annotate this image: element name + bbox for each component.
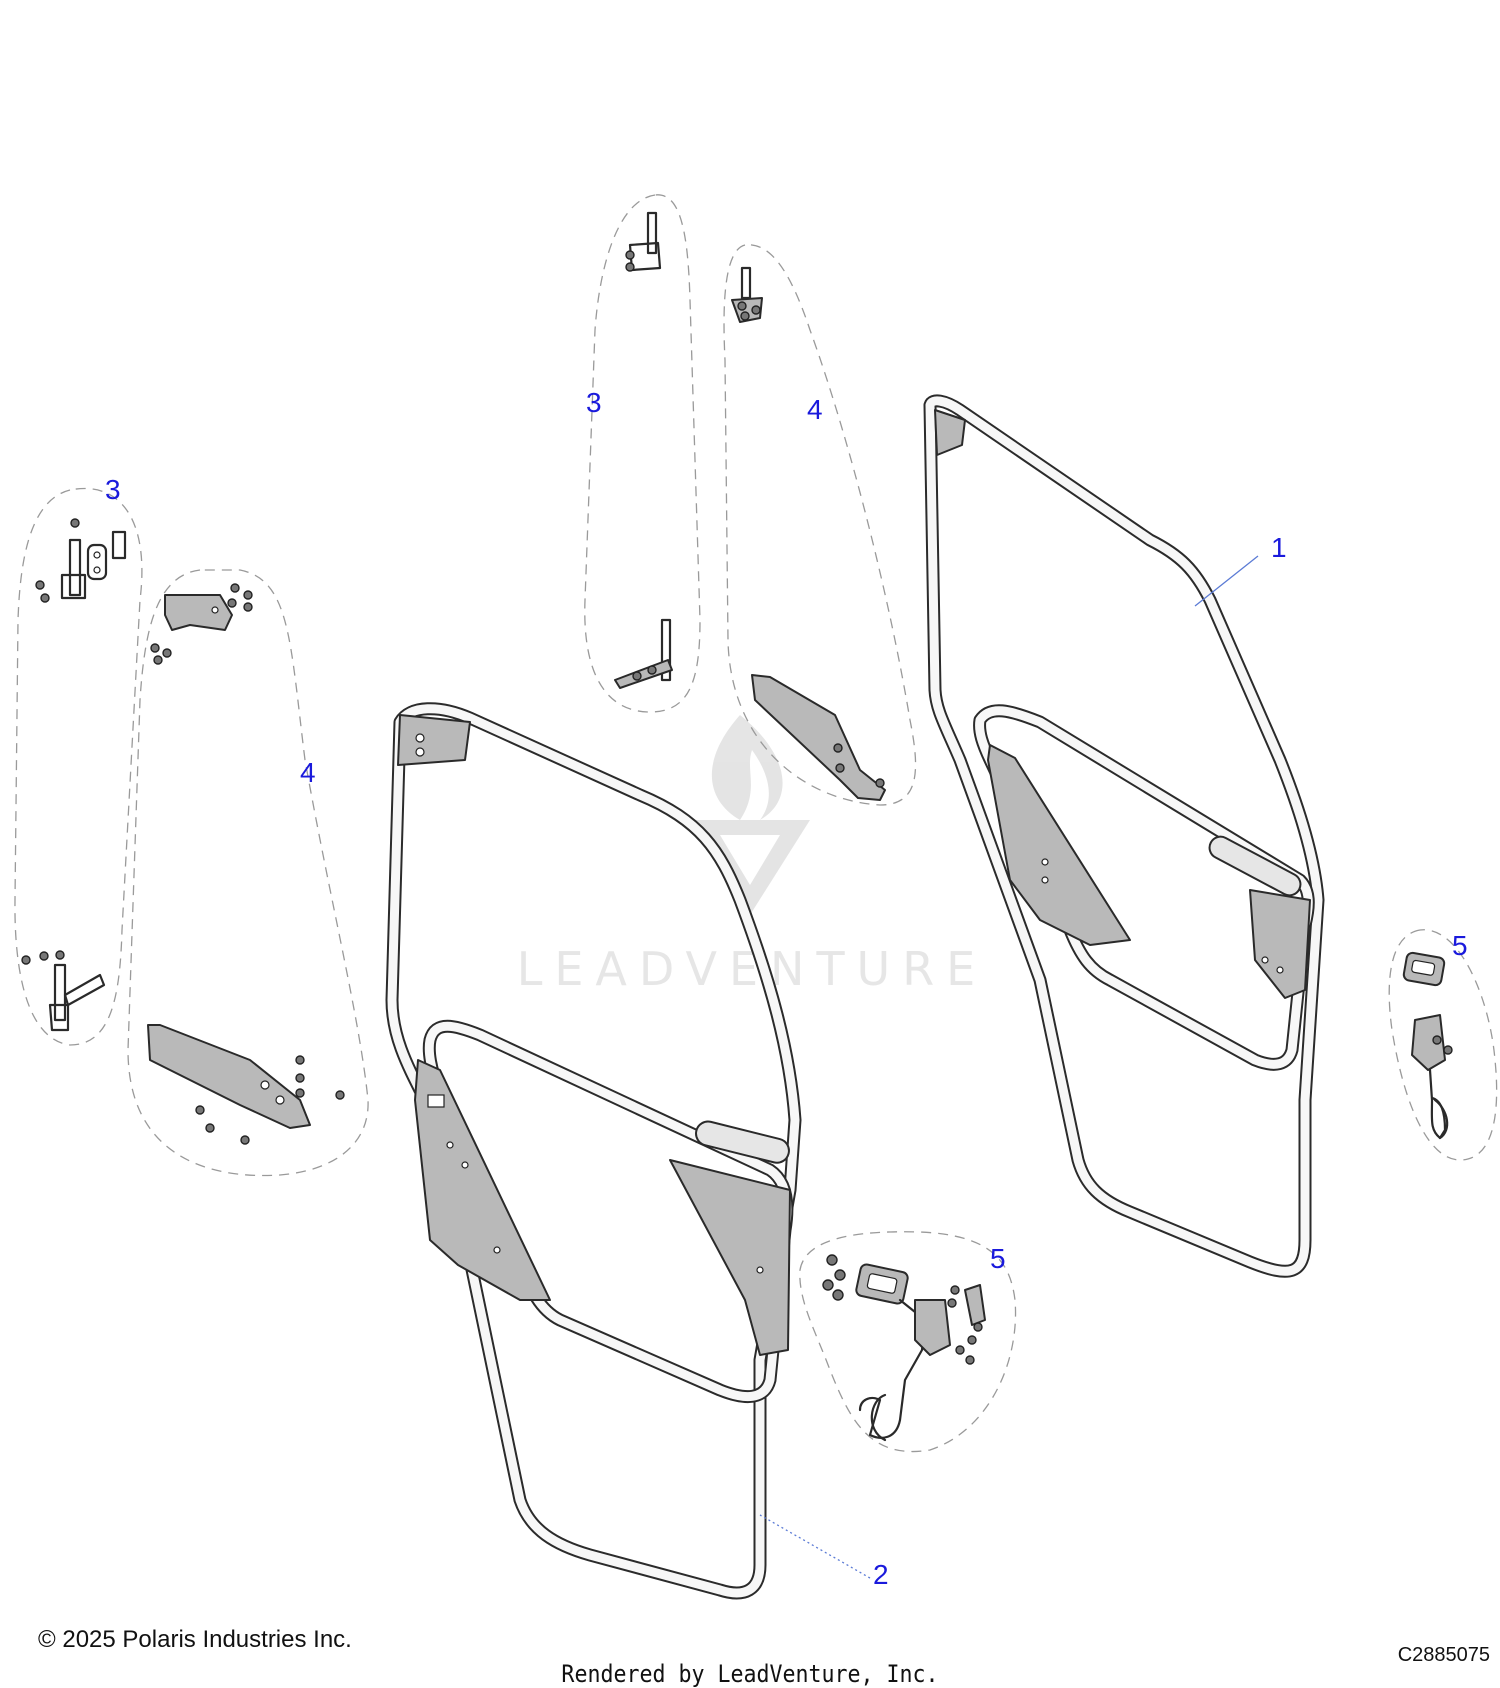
diagram-id: C2885075 — [1397, 1644, 1490, 1666]
group-outline-5-right — [1388, 929, 1498, 1161]
rendered-by-text: Rendered by LeadVenture, Inc. — [561, 1660, 939, 1688]
door-frame-right — [923, 394, 1325, 1278]
group-outline-5-center — [799, 1231, 1017, 1453]
callout-3-left: 3 — [105, 474, 121, 505]
callout-5-center: 5 — [990, 1243, 1006, 1274]
leadventure-watermark-logo: LEADVENTURE — [517, 715, 988, 996]
door-frame-left — [385, 702, 802, 1600]
group-outline-3-center — [584, 194, 701, 713]
callout-2: 2 — [873, 1559, 889, 1590]
group-outline-3-left — [14, 487, 143, 1046]
group-outline-4-center — [723, 244, 917, 806]
hinge-pin-assembly-left — [21, 518, 127, 1032]
copyright-text: © 2025 Polaris Industries Inc. — [38, 1626, 352, 1653]
hinge-pin-assembly-center — [614, 211, 673, 689]
callout-5-right: 5 — [1452, 930, 1468, 961]
hinge-bracket-assembly-center — [731, 266, 886, 801]
callout-3-center: 3 — [586, 387, 602, 418]
leader-line-2 — [759, 1514, 871, 1579]
latch-assembly-right — [1402, 951, 1453, 1140]
latch-assembly-center — [822, 1254, 986, 1442]
callout-4-center: 4 — [807, 394, 823, 425]
watermark-text: LEADVENTURE — [517, 942, 988, 996]
callout-1: 1 — [1271, 532, 1287, 563]
hinge-bracket-assembly-left — [147, 583, 345, 1145]
leader-line-1 — [1194, 555, 1259, 607]
group-outline-4-left — [127, 569, 369, 1177]
callout-4-left: 4 — [300, 757, 316, 788]
